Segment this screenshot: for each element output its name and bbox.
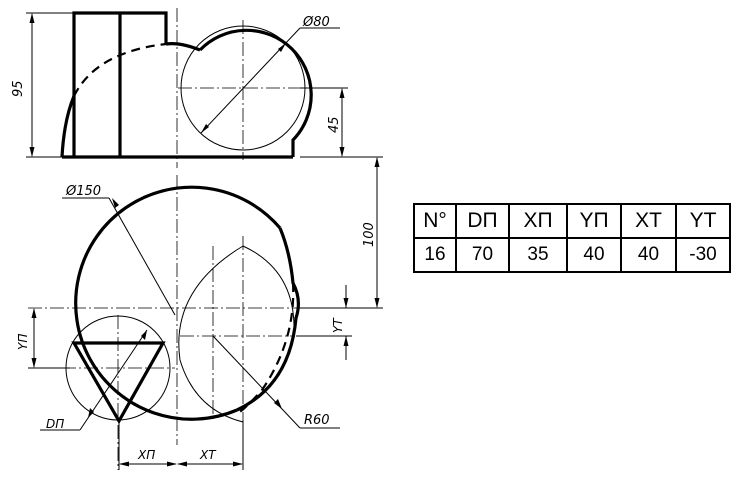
header-xt: XТ: [620, 203, 677, 239]
dim-95-text: 95: [11, 80, 26, 97]
triangle-hole: [71, 341, 166, 425]
cell-yp: 40: [566, 237, 622, 273]
parameters-table-header-row: N° DП XП YП XТ YТ: [413, 203, 731, 239]
dim-150-line: [108, 197, 176, 316]
dim-r60-arrow: [274, 399, 282, 409]
dim-xt-text: XТ: [199, 448, 217, 462]
dim-yt-arrow-bottom: [343, 336, 349, 346]
top-hidden-arc: [236, 282, 295, 415]
dim-dp-arrow-a: [88, 408, 94, 418]
cell-xp: 35: [508, 237, 568, 273]
top-large-circle: [74, 185, 282, 421]
header-number: N°: [413, 203, 457, 239]
front-large-arc-right: [165, 42, 201, 52]
header-yt: YТ: [675, 203, 731, 239]
header-xp: XП: [508, 203, 568, 239]
dim-80-arrow-b: [278, 43, 286, 52]
dim-yt-text: YТ: [331, 317, 345, 333]
dim-r60-line: [212, 335, 301, 429]
dim-150-arrow: [112, 198, 119, 208]
cell-number: 16: [413, 237, 457, 273]
cell-dp: 70: [455, 237, 510, 273]
dim-dp-arrow-b: [141, 330, 147, 340]
dim-yt-arrow-top: [343, 298, 349, 308]
front-hidden-arc: [73, 42, 167, 97]
header-yp: YП: [566, 203, 622, 239]
dim-95-arrow-top: [29, 13, 35, 23]
dim-dp-text: DП: [46, 417, 64, 431]
top-lens-right: [242, 245, 295, 331]
dim-150-text: Ø150: [65, 184, 101, 199]
dim-45-text: 45: [327, 116, 342, 133]
top-right-lobe: [236, 227, 300, 412]
dim-r60-text: R60: [304, 413, 330, 428]
dim-45-arrow-top: [339, 88, 345, 98]
dim-xp-arrow-left: [119, 461, 129, 467]
dim-xt-arrow-right: [233, 461, 243, 467]
parameters-table-row: 16 70 35 40 40 -30: [413, 237, 731, 273]
front-view: 95 Ø80 45: [11, 8, 348, 168]
dim-100-text: 100: [362, 222, 377, 247]
dim-80-text: Ø80: [302, 15, 330, 30]
dim-xp-arrow-right: [167, 461, 177, 467]
parameters-table: N° DП XП YП XТ YТ 16 70 35 40 40 -30: [413, 203, 731, 273]
cell-yt: -30: [675, 237, 731, 273]
dim-yp-arrow-top: [31, 308, 37, 318]
dim-yp-text: YП: [16, 334, 30, 350]
dim-45-arrow-bottom: [339, 147, 345, 157]
dim-yp-arrow-bottom: [31, 358, 37, 368]
dim-95-arrow-bottom: [29, 147, 35, 157]
dim-100-arrow-bottom: [374, 298, 380, 308]
header-dp: DП: [455, 203, 510, 239]
dim-100-arrow-top: [374, 157, 380, 167]
dim-xp-text: XП: [137, 448, 155, 462]
front-small-circle: [198, 28, 313, 157]
front-large-arc-left: [60, 95, 76, 158]
top-view: 100 Ø150 DП Y: [16, 156, 383, 470]
cell-xt: 40: [620, 237, 677, 273]
dim-xt-arrow-left: [177, 461, 187, 467]
top-lens-left: [178, 245, 244, 423]
dim-80-arrow-a: [201, 124, 209, 133]
